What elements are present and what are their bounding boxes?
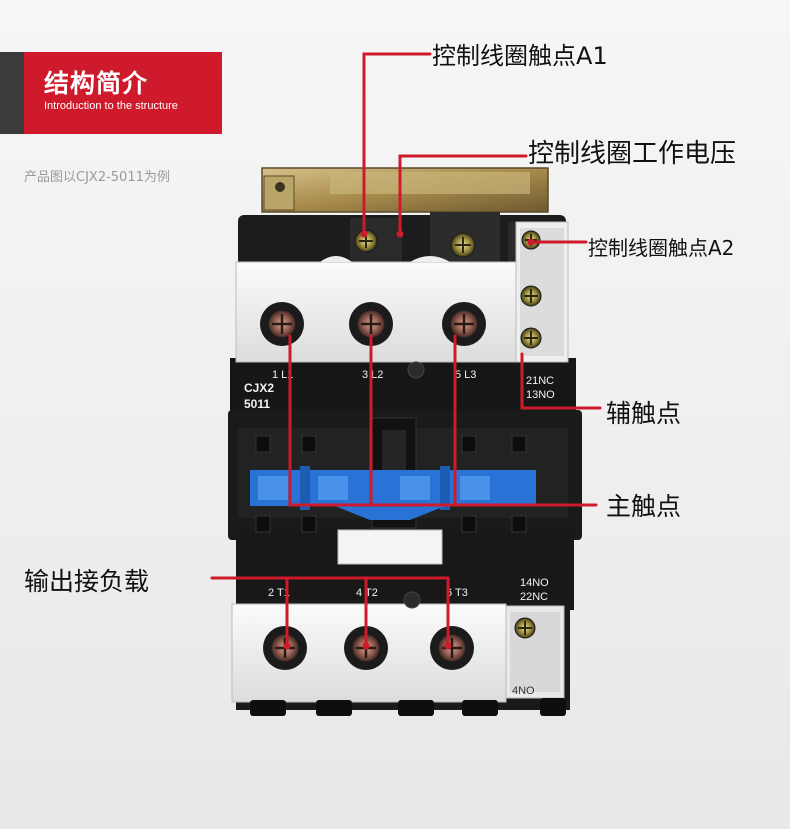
terminal-label-t1: 2 T1 (268, 587, 290, 599)
blue-armature (250, 466, 536, 520)
callout-auxiliary-contacts: 辅触点 (606, 399, 682, 428)
leader-dot-voltage (396, 230, 404, 238)
callout-coil-a2: 控制线圈触点A2 (588, 236, 735, 260)
callout-coil-voltage: 控制线圈工作电压 (528, 139, 737, 169)
leader-dot-t2 (362, 642, 370, 650)
terminal-label-l3: 5 L3 (455, 369, 476, 381)
terminal-label-l1: 1 L1 (272, 369, 293, 381)
center-screws (403, 361, 425, 609)
callout-coil-a1: 控制线圈触点A1 (432, 42, 608, 70)
aux-label-13no: 13NO (526, 389, 555, 401)
aux-label-4no: 4NO (512, 685, 535, 697)
section-title: 结构简介 (44, 69, 149, 98)
terminal-label-t3: 6 T3 (446, 587, 468, 599)
leader-dot-a2 (527, 238, 535, 246)
leader-output-load (210, 576, 450, 648)
aux-label-14no: 14NO (520, 577, 549, 589)
callout-main-contacts: 主触点 (606, 492, 682, 521)
section-subtitle: Introduction to the structure (44, 100, 178, 112)
leader-dot-a1 (360, 230, 368, 238)
leader-dot-t1 (283, 642, 291, 650)
header-red-block (24, 52, 222, 134)
example-caption: 产品图以CJX2-5011为例 (24, 170, 170, 185)
aux-terminal-screws (514, 285, 542, 639)
leader-main-contacts (288, 334, 598, 507)
aux-label-22nc: 22NC (520, 591, 548, 603)
header-dark-bar (0, 52, 24, 134)
leader-coil-voltage (398, 154, 528, 236)
aux-label-21nc: 21NC (526, 375, 554, 387)
leader-coil-a1 (362, 52, 432, 236)
leader-auxiliary (520, 352, 602, 410)
main-input-screws (260, 302, 486, 346)
model-code-line1: CJX2 (244, 381, 274, 395)
mounting-bracket (261, 167, 549, 213)
leader-dot-t3 (444, 642, 452, 650)
callout-output-load: 输出接负载 (24, 567, 150, 596)
model-code-line2: 5011 (244, 397, 270, 411)
terminal-label-l2: 3 L2 (362, 369, 383, 381)
